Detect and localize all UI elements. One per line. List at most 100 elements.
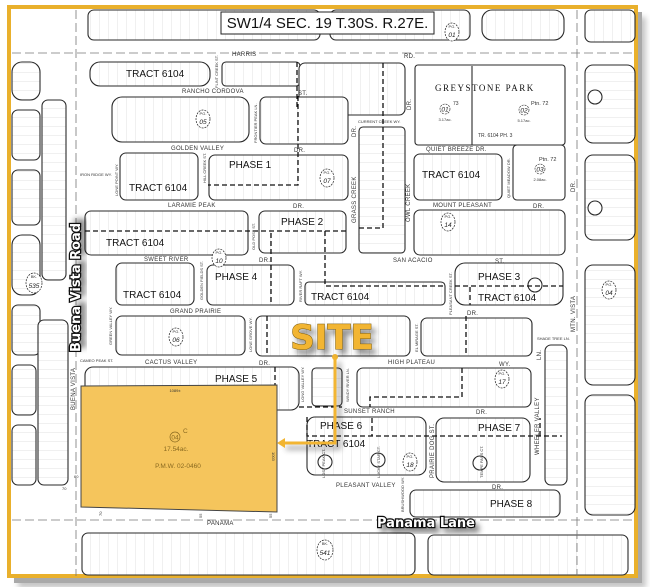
greystone-park-label: GREYSTONE PARK (435, 83, 535, 93)
bk-541-ref[interactable]: BK. 541 (316, 539, 334, 561)
pg-10-ref[interactable]: PG.10 (211, 248, 227, 268)
grand-prairie-label: GRAND PRAIRIE (170, 309, 221, 315)
buena-vista-label: BUENA VISTA (71, 368, 77, 410)
block (420, 317, 533, 357)
block (206, 264, 295, 306)
mtn-vista-label: MTN. VISTA (571, 296, 577, 332)
phase-5-label: PHASE 5 (215, 374, 258, 385)
pg-06-ref[interactable]: PG.06 (168, 327, 184, 347)
cameo-peak-label: CAMEO PEAK ST. (80, 358, 113, 363)
block (11, 109, 41, 161)
bk-535: 535 (29, 283, 40, 290)
hill-creek-label: HILL CREEK ST. (202, 153, 207, 183)
panama-lane-label: Panama Lane (377, 516, 475, 531)
golden-valley-label: GOLDEN VALLEY (171, 146, 224, 152)
lucky-star-label: LUCKY STAR CT. (376, 446, 381, 478)
block (584, 9, 636, 43)
phase-2-label: PHASE 2 (281, 217, 324, 228)
quiet-breeze-label: QUIET BREEZE DR. (426, 147, 487, 153)
block (512, 144, 566, 201)
frontier-peak-label: FRONTIER PEAK LN. (253, 103, 258, 143)
parcel-02: 02 (520, 108, 528, 115)
ptn72-label: Ptn. 72 (539, 157, 556, 163)
high-plateau-label: HIGH PLATEAU (388, 360, 435, 366)
svg-text:PG.: PG. (499, 371, 506, 376)
block (11, 304, 41, 356)
site-parcel[interactable] (80, 384, 278, 513)
lone-grove-label: LONE GROVE WY. (248, 317, 253, 352)
block (11, 61, 41, 101)
block (259, 96, 349, 145)
block (454, 262, 564, 306)
tract-label: TRACT 6104 (478, 293, 537, 304)
dim-70: 70 (62, 486, 67, 491)
tempe-pass-label: TEMPE PASS CT. (479, 446, 484, 478)
phase-6-label: PHASE 6 (320, 421, 363, 432)
wy-label: WY. (499, 362, 510, 368)
pg-05-ref[interactable]: PG.05 (195, 109, 211, 129)
svg-text:BK.: BK. (322, 541, 328, 546)
street-suffix: ST. (298, 91, 308, 97)
pg-06: 06 (172, 337, 180, 344)
harris-rd-label: RD. (404, 54, 415, 60)
bk-535-ref[interactable]: BK.535 (25, 272, 43, 294)
rancho-cordova-label: RANCHO CORDOVA (182, 89, 244, 95)
parcel-dim-side: 1003 (271, 452, 276, 462)
flint-creek-label: FLINT CREEK ST. (214, 55, 219, 88)
block (119, 152, 199, 201)
parcel-01: 01 (441, 107, 449, 114)
site-arrow-line (282, 357, 337, 445)
bk-541: 541 (320, 550, 331, 557)
lost-peak-label: LOST PEAK CT. (321, 449, 326, 478)
dr-label: DR. (352, 126, 358, 137)
tract-label: TRACT 6104 (123, 290, 182, 301)
block (409, 489, 561, 518)
pg-10: 10 (215, 258, 223, 265)
street-labels: HARRIS RD. RANCHO CORDOVA ST. FLINT CREE… (71, 52, 577, 527)
block (115, 262, 195, 306)
block (11, 169, 41, 226)
golden-fields-label: GOLDEN FIELDS ST. (199, 261, 204, 300)
dr-label: DR. (259, 361, 270, 367)
block (11, 424, 37, 486)
title-box (220, 11, 435, 35)
tract-label: TRACT 6104 (126, 69, 185, 80)
block (306, 416, 427, 476)
svg-text:PG.: PG. (407, 454, 414, 459)
block (111, 96, 250, 143)
pg-01: 01 (448, 32, 456, 39)
grass-creek-label: GRASS CREEK (352, 176, 358, 223)
pg-18-ref[interactable]: PG. 18 (402, 452, 418, 472)
cactus-valley-label: CACTUS VALLEY (145, 360, 197, 366)
phase-1-label: PHASE 1 (229, 160, 272, 171)
phase-7-label: PHASE 7 (478, 423, 521, 434)
pg-17: 17 (498, 379, 506, 386)
mount-pleasant-label: MOUNT PLEASANT (433, 203, 492, 209)
block (37, 319, 69, 486)
dim-55: 55 (198, 513, 203, 518)
site-arrow-head (277, 438, 285, 448)
parcel-suffix: C (183, 428, 188, 435)
pg-07-ref[interactable]: PG.07 (319, 168, 335, 188)
svg-text:PG.: PG. (445, 214, 452, 219)
pg-17-ref[interactable]: PG. 17 (494, 369, 510, 389)
pg-14-ref[interactable]: PG.14 (440, 212, 456, 232)
parcel-01-acreage: 3.17ac. (438, 117, 451, 122)
shade-tree-label: SHADE TREE LN. (537, 336, 570, 341)
pg-04-ref[interactable]: PG.04 (601, 280, 617, 300)
block (41, 99, 67, 281)
road-centerlines (12, 10, 635, 576)
brushwood-label: BRUSHWOOD WY. (400, 477, 405, 512)
page-references: PG.01 PG.05 PG.07 PG.14 PG.10 PG.04 PG.0… (25, 22, 617, 561)
street-suffix: ST. (495, 259, 505, 265)
svg-text:PG.: PG. (606, 282, 613, 287)
pleasant-creek-label: PLEASANT CREEK ST. (448, 272, 453, 315)
block (84, 210, 249, 256)
dr-label: DR. (407, 99, 413, 110)
ptn72-label: Ptn. 72 (531, 101, 548, 107)
pg-18: 18 (406, 462, 414, 469)
block (413, 153, 503, 201)
section-title: SW1/4 SEC. 19 T.30S. R.27E. (227, 15, 429, 32)
pg-01-ref[interactable]: PG.01 (444, 22, 460, 42)
